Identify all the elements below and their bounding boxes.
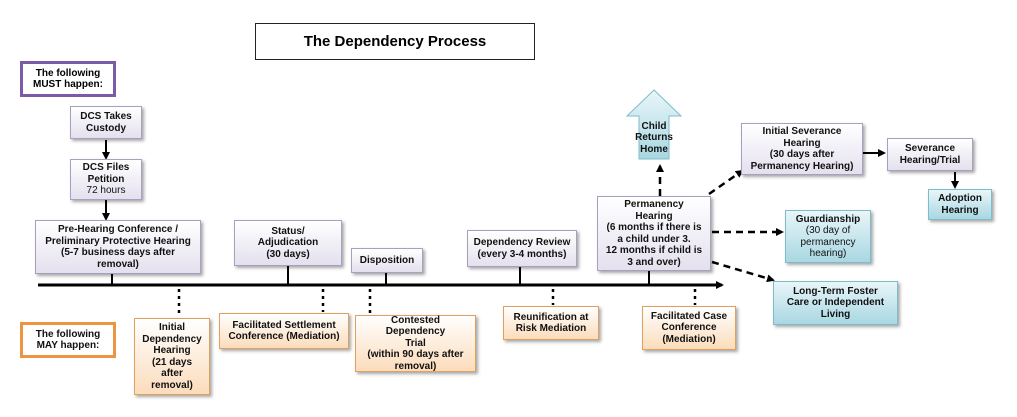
node-contested-dependency-trial: Contested Dependency Trial (within 90 da… [355, 315, 476, 372]
node-adoption-hearing: Adoption Hearing [928, 189, 992, 220]
legend-may-line1: The following [35, 328, 101, 340]
node-guardianship: Guardianship (30 day of permanency heari… [785, 210, 871, 263]
node-facilitated-settlement-conference: Facilitated Settlement Conference (Media… [219, 313, 349, 349]
legend-must: The following MUST happen: [20, 61, 116, 97]
node-disposition: Disposition [351, 248, 423, 273]
node-dependency-review: Dependency Review (every 3-4 months) [467, 230, 577, 267]
node-dcs-takes-custody: DCS Takes Custody [70, 106, 142, 139]
legend-may: The following MAY happen: [20, 322, 116, 358]
child-returns-home-shape [625, 89, 683, 160]
node-status-adjudication: Status/ Adjudication (30 days) [234, 220, 342, 266]
legend-must-line2: MUST happen: [33, 79, 103, 90]
node-long-term-foster-care: Long-Term Foster Care or Independent Liv… [773, 281, 898, 325]
node-facilitated-case-conference: Facilitated Case Conference (Mediation) [642, 306, 736, 350]
page-title: The Dependency Process [255, 23, 535, 60]
legend-may-line2: MAY happen: [36, 340, 100, 351]
node-initial-dependency-hearing: Initial Dependency Hearing (21 days afte… [134, 318, 210, 395]
timeline-ticks [111, 266, 650, 285]
legend-must-line1: The following [35, 67, 101, 79]
node-dcs-files-petition: DCS Files Petition 72 hours [70, 159, 142, 200]
node-severance-trial: Severance Hearing/Trial [887, 138, 973, 171]
permanency-outcomes-arrows [656, 164, 784, 283]
node-reunification-mediation: Reunification at Risk Mediation [503, 306, 599, 340]
node-permanency-hearing: Permanency Hearing (6 months if there is… [597, 196, 711, 271]
node-initial-severance-hearing: Initial Severance Hearing (30 days after… [741, 123, 863, 175]
node-child-returns-home: Child Returns Home [635, 120, 673, 155]
node-pre-hearing-conference: Pre-Hearing Conference / Preliminary Pro… [35, 220, 201, 274]
optional-connectors [177, 289, 697, 317]
